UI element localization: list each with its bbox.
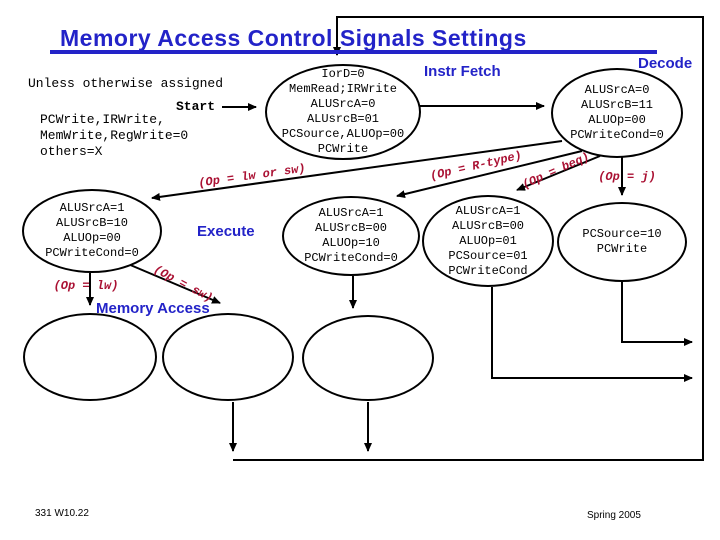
signal-line: IorD=0 bbox=[321, 67, 365, 81]
arrow-decode-to-execute-lw-sw bbox=[151, 140, 563, 201]
connector-jump-exit bbox=[621, 282, 693, 346]
signal-line: ALUSrcB=10 bbox=[55, 216, 128, 230]
state-execute-rtype: ALUSrcA=1 ALUSrcB=00 ALUOp=10 PCWriteCon… bbox=[282, 196, 420, 276]
default-signal-line-3: others=X bbox=[40, 144, 103, 159]
signal-line: ALUSrcB=11 bbox=[580, 98, 653, 112]
signal-line: ALUSrcB=00 bbox=[314, 221, 387, 235]
start-label: Start bbox=[176, 99, 216, 114]
phase-label-instr-fetch: Instr Fetch bbox=[424, 63, 501, 80]
phase-label-decode: Decode bbox=[638, 55, 693, 72]
signal-line: PCSource,ALUOp=00 bbox=[281, 127, 405, 141]
signal-line: ALUSrcB=00 bbox=[451, 218, 524, 233]
state-memaccess-sw bbox=[162, 313, 294, 401]
phase-label-memory-access: Memory Access bbox=[96, 300, 210, 317]
signal-line: PCWrite bbox=[317, 142, 369, 156]
arrow-decode-to-execute-rtype bbox=[396, 150, 583, 198]
signal-line: PCWriteCond bbox=[448, 263, 528, 278]
slide-title: Memory Access Control Signals Settings bbox=[60, 25, 527, 51]
default-signal-line-2: MemWrite,RegWrite=0 bbox=[40, 128, 189, 143]
signal-line: PCWrite bbox=[596, 242, 648, 256]
footer-semester: Spring 2005 bbox=[587, 510, 641, 521]
signal-line: ALUSrcA=1 bbox=[318, 206, 384, 220]
state-memaccess-lw bbox=[23, 313, 157, 401]
arrow-execute-to-memaccess-sw bbox=[127, 263, 221, 304]
signal-line: ALUSrcA=0 bbox=[310, 97, 376, 111]
connector-branch-exit bbox=[491, 287, 693, 382]
state-instr-fetch: IorD=0 MemRead;IRWrite ALUSrcA=0 ALUsrcB… bbox=[265, 64, 421, 160]
state-decode: ALUSrcA=0 ALUSrcB=11 ALUOp=00 PCWriteCon… bbox=[551, 68, 683, 158]
default-signal-line-1: PCWrite,IRWrite, bbox=[40, 112, 165, 127]
state-execute-branch: ALUSrcA=1 ALUSrcB=00 ALUOp=01 PCSource=0… bbox=[422, 195, 554, 287]
transition-label-j: (Op = j) bbox=[598, 170, 656, 184]
state-execute-jump: PCSource=10 PCWrite bbox=[557, 202, 687, 282]
connector-feedback-loop bbox=[233, 16, 704, 461]
transition-label-lw: (Op = lw) bbox=[53, 279, 119, 293]
signal-line: PCSource=01 bbox=[448, 248, 528, 263]
signal-line: ALUSrcA=1 bbox=[59, 201, 125, 215]
title-underline bbox=[50, 50, 657, 54]
assignment-note: Unless otherwise assigned bbox=[28, 76, 224, 91]
signal-line: ALUOp=10 bbox=[322, 236, 380, 250]
signal-line: ALUOp=00 bbox=[63, 231, 121, 245]
signal-line: ALUsrcB=01 bbox=[306, 112, 379, 126]
signal-line: PCWriteCond=0 bbox=[304, 251, 398, 265]
signal-line: ALUOp=01 bbox=[459, 233, 517, 248]
signal-line: ALUOp=00 bbox=[588, 113, 646, 127]
state-memaccess-rtype bbox=[302, 315, 434, 401]
arrow-decode-to-execute-beq bbox=[516, 155, 601, 191]
signal-line: PCSource=10 bbox=[582, 227, 662, 241]
signal-line: PCWriteCond=0 bbox=[570, 128, 664, 142]
signal-line: PCWriteCond=0 bbox=[45, 246, 139, 260]
signal-line: ALUSrcA=1 bbox=[455, 203, 521, 218]
signal-line: ALUSrcA=0 bbox=[584, 83, 650, 97]
state-execute-lw-sw: ALUSrcA=1 ALUSrcB=10 ALUOp=00 PCWriteCon… bbox=[22, 189, 162, 273]
signal-line: MemRead;IRWrite bbox=[288, 82, 398, 96]
phase-label-execute: Execute bbox=[197, 223, 255, 240]
footer-course-code: 331 W10.22 bbox=[35, 508, 89, 519]
